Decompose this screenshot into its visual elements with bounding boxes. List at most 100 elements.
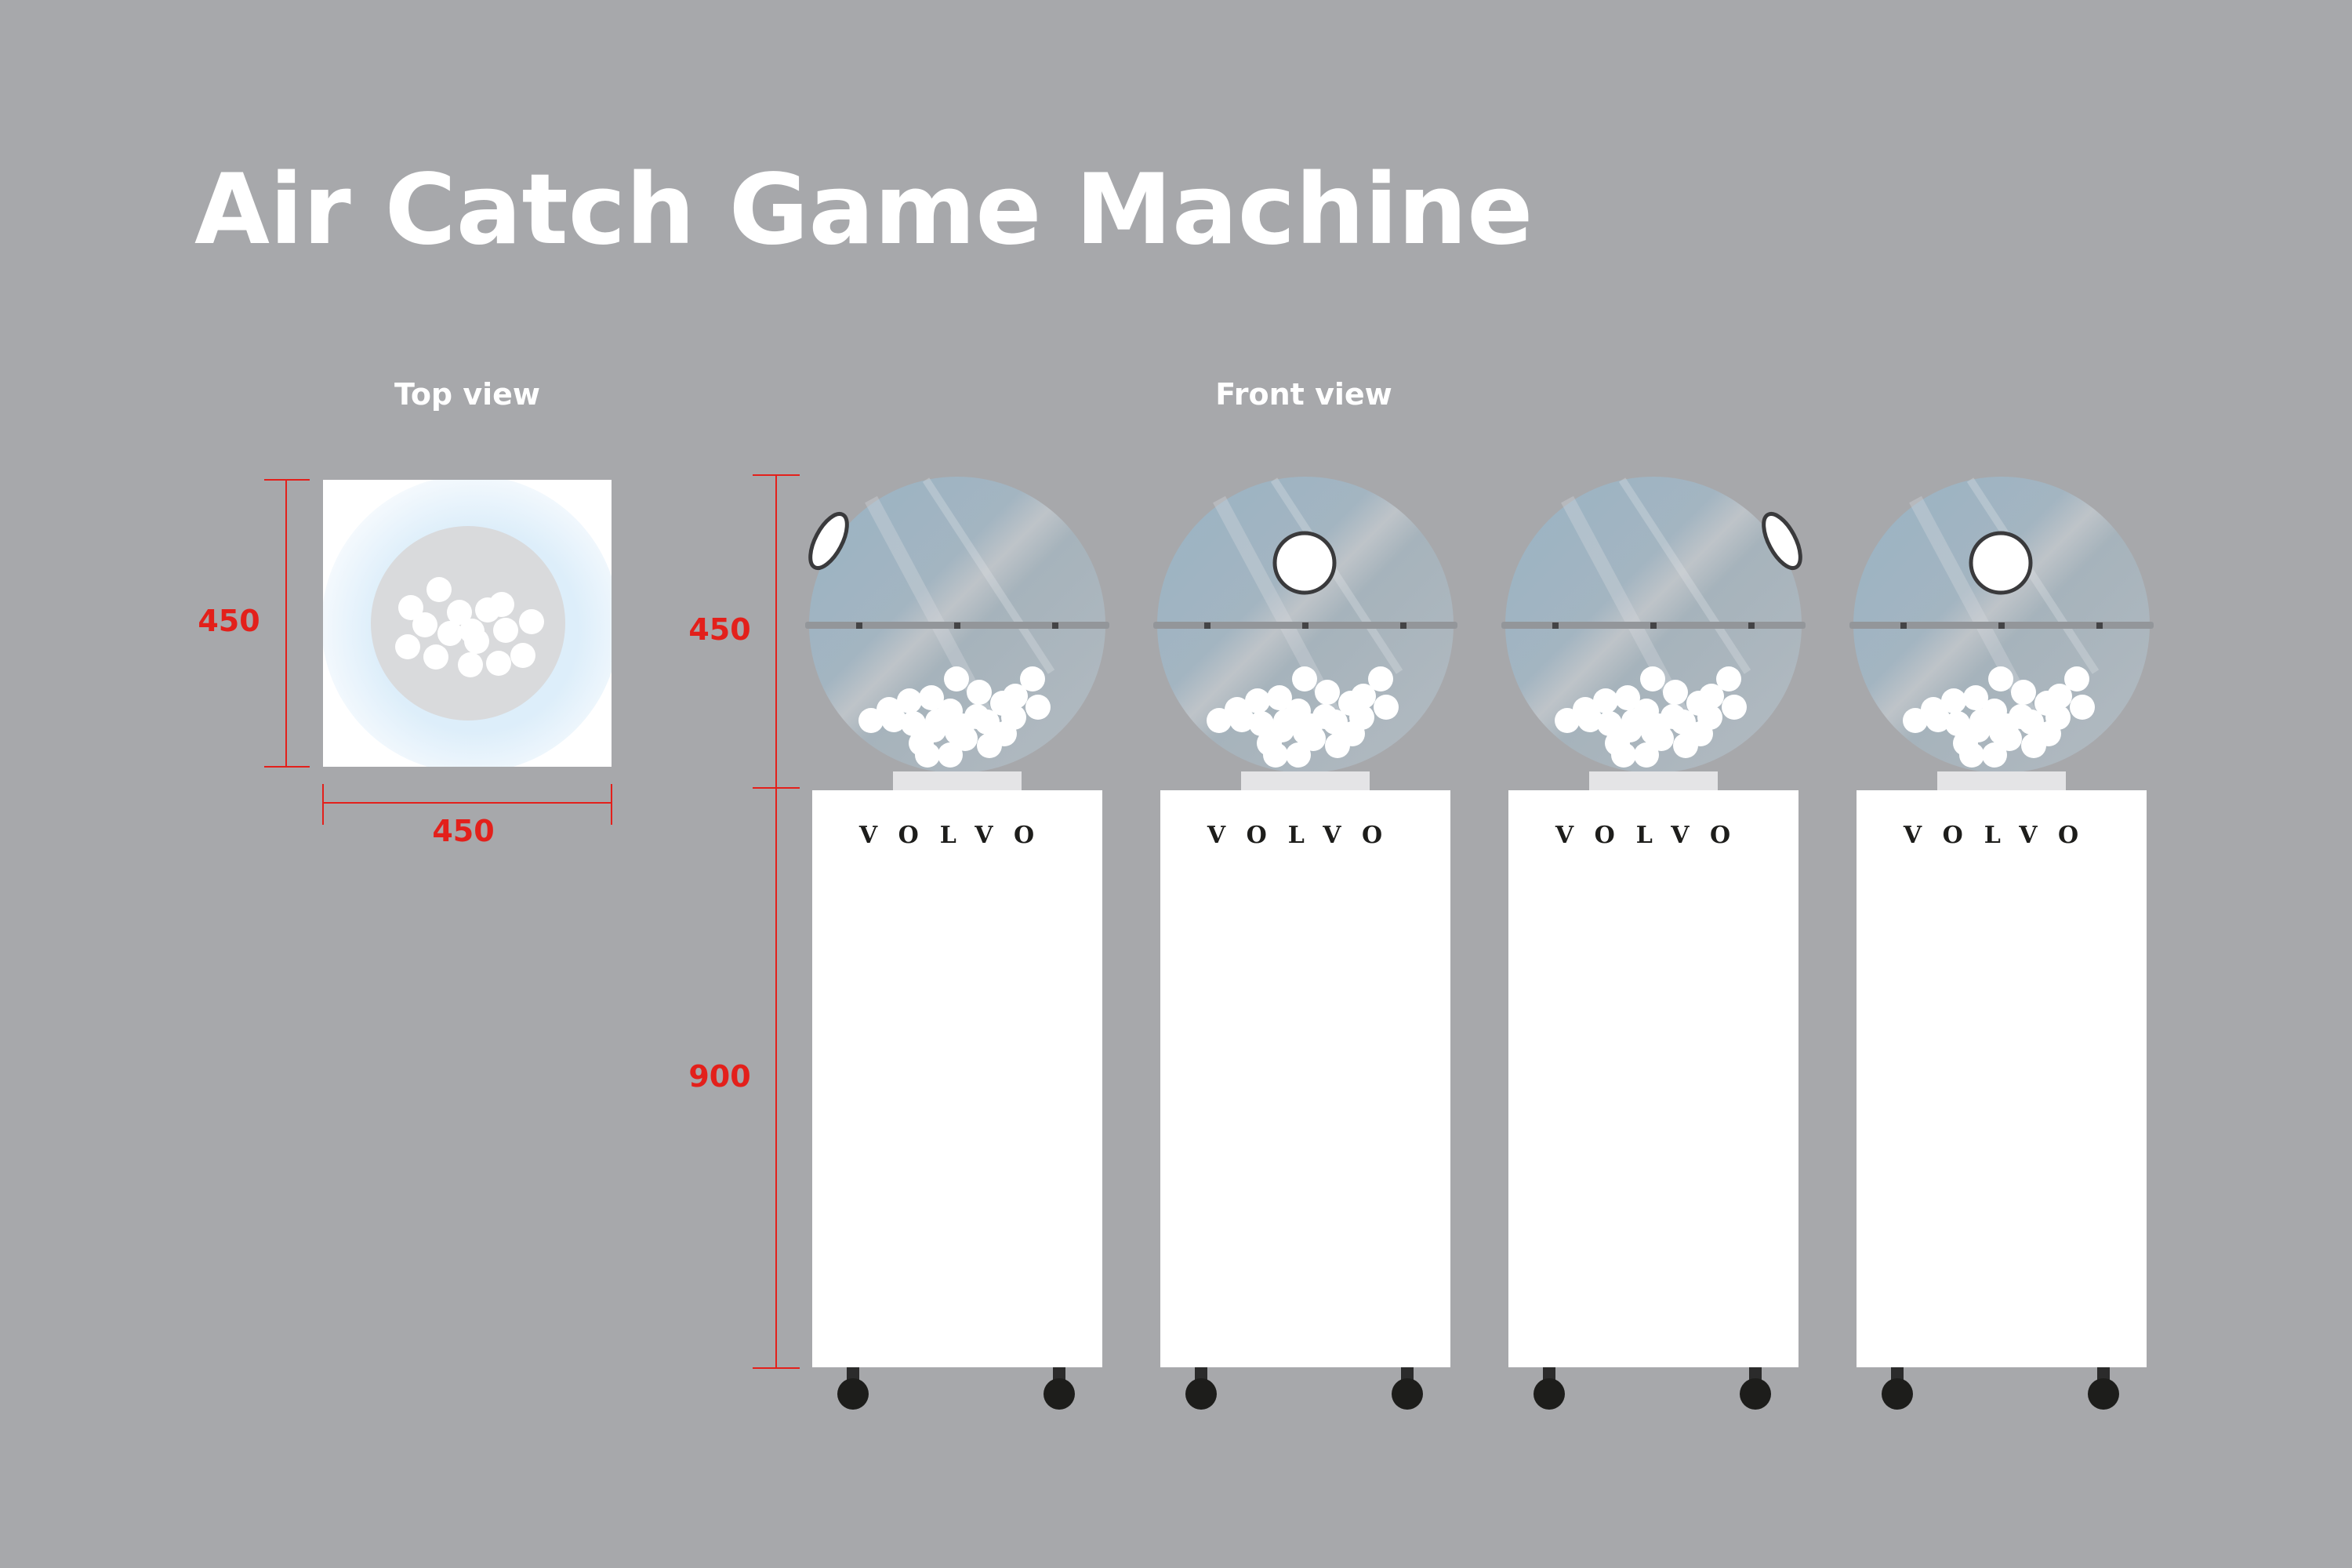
dome-glare xyxy=(1618,477,1751,674)
ball xyxy=(949,713,975,739)
ball xyxy=(1245,688,1270,713)
ball xyxy=(901,711,926,736)
ball xyxy=(919,685,944,710)
ball xyxy=(1207,708,1232,733)
dome-neck xyxy=(1589,771,1718,792)
ball xyxy=(1615,685,1640,710)
rim-bolt xyxy=(954,622,960,629)
ball xyxy=(1965,717,1991,742)
ball xyxy=(1263,742,1288,768)
rim-bolt xyxy=(1748,622,1755,629)
cabinet xyxy=(812,790,1102,1367)
rim-bolt xyxy=(1650,622,1657,629)
ball xyxy=(1025,695,1051,720)
ball xyxy=(1646,713,1671,739)
ball xyxy=(493,618,518,643)
page-title: Air Catch Game Machine xyxy=(194,154,1533,267)
dome-glare xyxy=(865,495,995,723)
ball xyxy=(1716,666,1741,691)
ball xyxy=(458,652,483,677)
ball xyxy=(1663,680,1688,705)
dome-glare xyxy=(1966,477,2100,674)
ball xyxy=(2036,721,2061,746)
wheel xyxy=(1534,1378,1565,1410)
front-view-height-dimension xyxy=(753,474,800,1369)
machine-1: VOLVO xyxy=(805,477,1109,1410)
ball xyxy=(1267,685,1292,710)
top-view-balls xyxy=(395,577,544,677)
top-view-height-label: 450 xyxy=(198,604,260,638)
ball xyxy=(423,644,448,670)
catch-hole xyxy=(1969,531,2033,595)
ball xyxy=(1286,742,1311,768)
ball xyxy=(1020,666,1045,691)
cabinet xyxy=(1508,790,1798,1367)
rim-bolt xyxy=(1302,622,1308,629)
ball xyxy=(2064,666,2089,691)
top-view-width-label: 450 xyxy=(432,814,494,848)
volvo-logo: VOLVO xyxy=(1207,822,1403,849)
catch-hole xyxy=(1762,512,1802,570)
ball xyxy=(510,643,535,668)
ball xyxy=(1988,666,2013,691)
ball xyxy=(486,651,511,676)
ball xyxy=(426,577,452,602)
rim-bolt xyxy=(1900,622,1907,629)
ball xyxy=(1688,721,1713,746)
machine-3: VOLVO xyxy=(1501,477,1806,1410)
cabinet xyxy=(1160,790,1450,1367)
ball xyxy=(1640,666,1665,691)
dome-glare xyxy=(1213,495,1343,723)
ball xyxy=(398,595,423,620)
ball xyxy=(1959,742,1984,768)
machine-4: VOLVO xyxy=(1849,477,2154,1410)
rim-bolt xyxy=(1998,622,2005,629)
ball xyxy=(412,612,437,637)
ball xyxy=(858,708,884,733)
wheel xyxy=(837,1378,869,1410)
ball xyxy=(1945,711,1970,736)
volvo-logo: VOLVO xyxy=(1555,822,1751,849)
wheel xyxy=(2088,1378,2119,1410)
ball xyxy=(2011,680,2036,705)
wheel xyxy=(1185,1378,1217,1410)
dome-height-label: 450 xyxy=(688,612,750,647)
dome-glare xyxy=(1561,495,1691,723)
catch-hole xyxy=(1272,531,1337,595)
ball xyxy=(1722,695,1747,720)
dome-glare xyxy=(922,477,1055,674)
dome-neck xyxy=(1937,771,2066,792)
ball xyxy=(1315,680,1340,705)
volvo-logo: VOLVO xyxy=(858,822,1055,849)
rim-bolt xyxy=(2096,622,2103,629)
front-view-machines: VOLVO VOLVO VOLVO VOLVO xyxy=(805,477,2154,1410)
wheel xyxy=(1740,1378,1771,1410)
ball xyxy=(897,688,922,713)
volvo-logo: VOLVO xyxy=(1903,822,2100,849)
rim-bolt xyxy=(1552,622,1559,629)
wheel xyxy=(1882,1378,1913,1410)
ball xyxy=(1593,688,1618,713)
ball xyxy=(1941,688,1966,713)
machine-2: VOLVO xyxy=(1153,477,1457,1410)
ball xyxy=(1229,707,1254,732)
rim-bolt xyxy=(1204,622,1210,629)
ball xyxy=(1269,717,1294,742)
ball xyxy=(1292,666,1317,691)
ball xyxy=(992,721,1017,746)
ball xyxy=(447,600,472,625)
dome-glare xyxy=(1270,477,1403,674)
wheel xyxy=(1392,1378,1423,1410)
catch-hole xyxy=(808,512,849,570)
ball xyxy=(1577,707,1602,732)
ball xyxy=(1611,742,1636,768)
rim-bolt xyxy=(1400,622,1406,629)
ball xyxy=(1555,708,1580,733)
top-view-width-dimension xyxy=(322,784,612,825)
ball xyxy=(944,666,969,691)
rim-bolt xyxy=(856,622,862,629)
cabinet-height-label: 900 xyxy=(688,1059,750,1094)
ball xyxy=(881,707,906,732)
dome-glare xyxy=(1909,495,2039,723)
